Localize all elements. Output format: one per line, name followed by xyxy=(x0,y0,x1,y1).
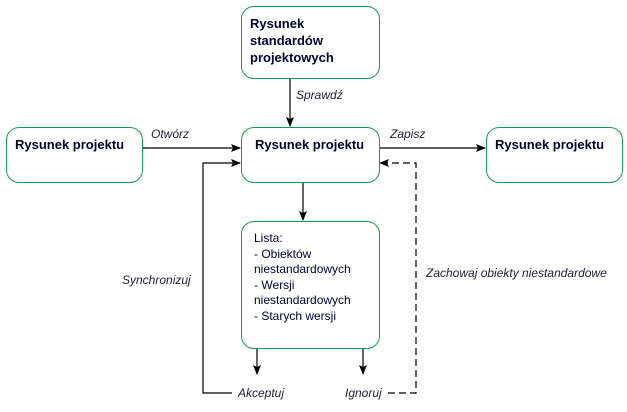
list-heading: Lista: xyxy=(254,231,283,245)
label-accept: Akceptuj xyxy=(236,386,287,400)
node-current-drawing: Rysunek projektu xyxy=(241,127,380,183)
list-line: - Wersji xyxy=(254,277,295,292)
node-source-drawing: Rysunek projektu xyxy=(6,127,143,183)
node-source-title: Rysunek projektu xyxy=(15,137,125,152)
node-standards-title: Rysunek standardów projektowych xyxy=(250,16,334,65)
label-save: Zapisz xyxy=(390,127,426,141)
label-open: Otwórz xyxy=(151,127,190,141)
node-list: Lista: - Obiektów niestandardowych - Wer… xyxy=(241,221,380,349)
list-line: niestandardowych xyxy=(254,262,351,276)
node-saved-title: Rysunek projektu xyxy=(495,137,605,152)
node-current-title: Rysunek projektu xyxy=(255,137,365,152)
list-line: - Obiektów xyxy=(254,246,312,261)
list-content: Lista: - Obiektów niestandardowych - Wer… xyxy=(254,231,371,324)
list-line: - Starych wersji xyxy=(254,308,337,323)
edge-keep-nonstandard xyxy=(379,159,417,394)
label-ignore: Ignoruj xyxy=(343,386,384,400)
node-standards-drawing: Rysunek standardów projektowych xyxy=(241,6,380,79)
label-check: Sprawdź xyxy=(296,88,343,102)
label-synchronize: Synchronizuj xyxy=(122,273,191,287)
node-saved-drawing: Rysunek projektu xyxy=(486,127,623,183)
list-line: niestandardowych xyxy=(254,293,351,307)
label-keep-nonstandard: Zachowaj obiekty niestandardowe xyxy=(426,266,607,280)
edge-synchronize xyxy=(202,159,241,394)
